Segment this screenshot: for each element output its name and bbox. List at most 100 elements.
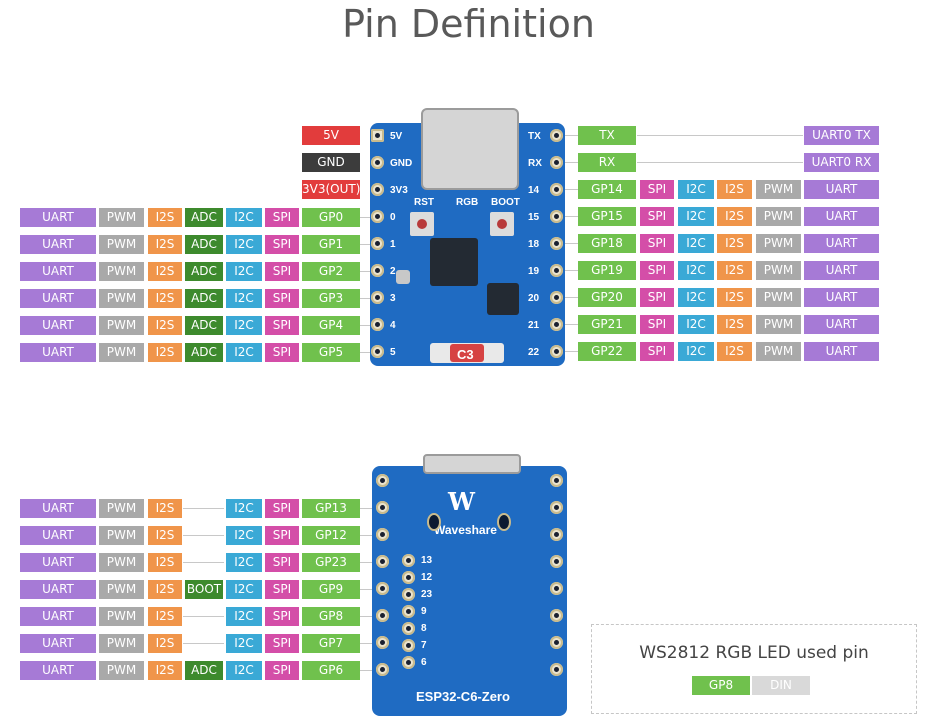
pin-function-tag: GP0 [302, 208, 360, 227]
pin-function-tag: PWM [756, 261, 801, 280]
brand-label: Waveshare [434, 523, 497, 537]
pin-connector-line [562, 351, 578, 352]
pin-function-tag: I2S [148, 289, 182, 308]
front-right-pad [550, 237, 563, 250]
pin-function-tag: I2S [148, 343, 182, 362]
front-right-pad [550, 318, 563, 331]
boot-button[interactable] [490, 212, 514, 236]
pin-connector-line [360, 643, 380, 644]
pin-function-tag: SPI [640, 207, 674, 226]
pin-function-tag: I2S [148, 235, 182, 254]
front-right-pin-number: RX [528, 158, 542, 169]
back-left-pad [376, 528, 389, 541]
back-right-pad [550, 663, 563, 676]
pin-function-tag: SPI [265, 553, 299, 572]
front-left-pad [371, 210, 384, 223]
pin-function-tag: GP5 [302, 343, 360, 362]
pin-function-tag: UART [20, 634, 96, 653]
front-left-pin-number: 2 [390, 266, 396, 277]
reset-button[interactable] [410, 212, 434, 236]
pin-function-tag: SPI [640, 180, 674, 199]
pin-connector-line [562, 135, 578, 136]
pin-function-tag: GP23 [302, 553, 360, 572]
back-pin-number: 9 [421, 606, 427, 617]
pin-function-tag: GP8 [302, 607, 360, 626]
pin-function-tag: UART [20, 289, 96, 308]
back-right-pad [550, 609, 563, 622]
pin-function-tag: SPI [265, 208, 299, 227]
pin-function-tag: UART [20, 580, 96, 599]
front-right-pin-number: 15 [528, 212, 540, 223]
pin-function-tag: ADC [185, 235, 223, 254]
pin-function-tag: I2S [148, 580, 182, 599]
pin-function-tag: GP18 [578, 234, 636, 253]
back-pin-number: 23 [421, 589, 433, 600]
waveshare-logo: W [448, 487, 475, 516]
pin-function-tag: SPI [265, 235, 299, 254]
front-left-pin-number: 3 [390, 293, 396, 304]
pin-function-tag: SPI [640, 261, 674, 280]
pin-function-tag: PWM [756, 207, 801, 226]
pin-function-tag: SPI [265, 262, 299, 281]
pin-function-tag: ADC [185, 316, 223, 335]
pin-function-tag: SPI [265, 661, 299, 680]
pin-function-tag: SPI [265, 607, 299, 626]
back-left-pad [376, 609, 389, 622]
pin-connector-line [360, 325, 372, 326]
pin-connector-line [562, 297, 578, 298]
front-right-pad [550, 345, 563, 358]
front-left-pin-number: GND [390, 158, 413, 169]
pin-function-tag: PWM [99, 553, 144, 572]
pin-function-tag: PWM [99, 262, 144, 281]
front-left-pad [371, 345, 384, 358]
pin-function-tag: GP13 [302, 499, 360, 518]
front-right-pad [550, 210, 563, 223]
pin-function-tag: UART [804, 261, 879, 280]
pin-function-tag: PWM [99, 580, 144, 599]
front-left-pin-number: 1 [390, 239, 396, 250]
front-left-pin-number: 3V3 [390, 185, 408, 196]
front-board: RST RGB BOOT C3 [370, 108, 565, 366]
mount-hole-left [427, 513, 441, 531]
back-pin-number: 8 [421, 623, 427, 634]
pin-function-tag: UART0 RX [804, 153, 879, 172]
back-test-pad [402, 588, 415, 601]
antenna-mark [450, 344, 484, 362]
back-pin-number: 13 [421, 555, 433, 566]
pin-function-tag: SPI [265, 343, 299, 362]
pin-connector-line [562, 189, 578, 190]
pin-function-tag: PWM [99, 526, 144, 545]
pin-function-tag: PWM [99, 607, 144, 626]
pin-function-tag: PWM [756, 342, 801, 361]
pin-function-tag: GP22 [578, 342, 636, 361]
pin-function-tag: PWM [99, 499, 144, 518]
pin-function-tag: PWM [756, 288, 801, 307]
pin-function-tag: RX [578, 153, 636, 172]
back-test-pad [402, 605, 415, 618]
pin-connector-line [183, 535, 224, 536]
page-title: Pin Definition [342, 2, 595, 46]
pin-function-tag: I2C [226, 289, 262, 308]
pin-function-tag: I2S [148, 262, 182, 281]
front-right-pin-number: 22 [528, 347, 540, 358]
front-right-pad [550, 129, 563, 142]
pin-function-tag: UART [20, 526, 96, 545]
pin-function-tag: SPI [265, 316, 299, 335]
pin-function-tag: I2C [226, 634, 262, 653]
pin-function-tag: I2C [678, 315, 714, 334]
pin-connector-line [360, 508, 380, 509]
pin-function-tag: I2C [226, 580, 262, 599]
pin-function-tag: ADC [185, 661, 223, 680]
power-label: 3V3(OUT) [302, 180, 360, 199]
pin-function-tag: I2C [226, 607, 262, 626]
pin-function-tag: I2C [678, 261, 714, 280]
pin-function-tag: I2S [148, 208, 182, 227]
pin-connector-line [360, 271, 372, 272]
pin-function-tag: I2S [148, 661, 182, 680]
pin-connector-line [637, 162, 803, 163]
pin-function-tag: GP3 [302, 289, 360, 308]
pin-function-tag: UART [804, 315, 879, 334]
led-din-tag: DIN [752, 676, 810, 695]
pin-function-tag: I2S [717, 180, 752, 199]
pin-function-tag: GP1 [302, 235, 360, 254]
